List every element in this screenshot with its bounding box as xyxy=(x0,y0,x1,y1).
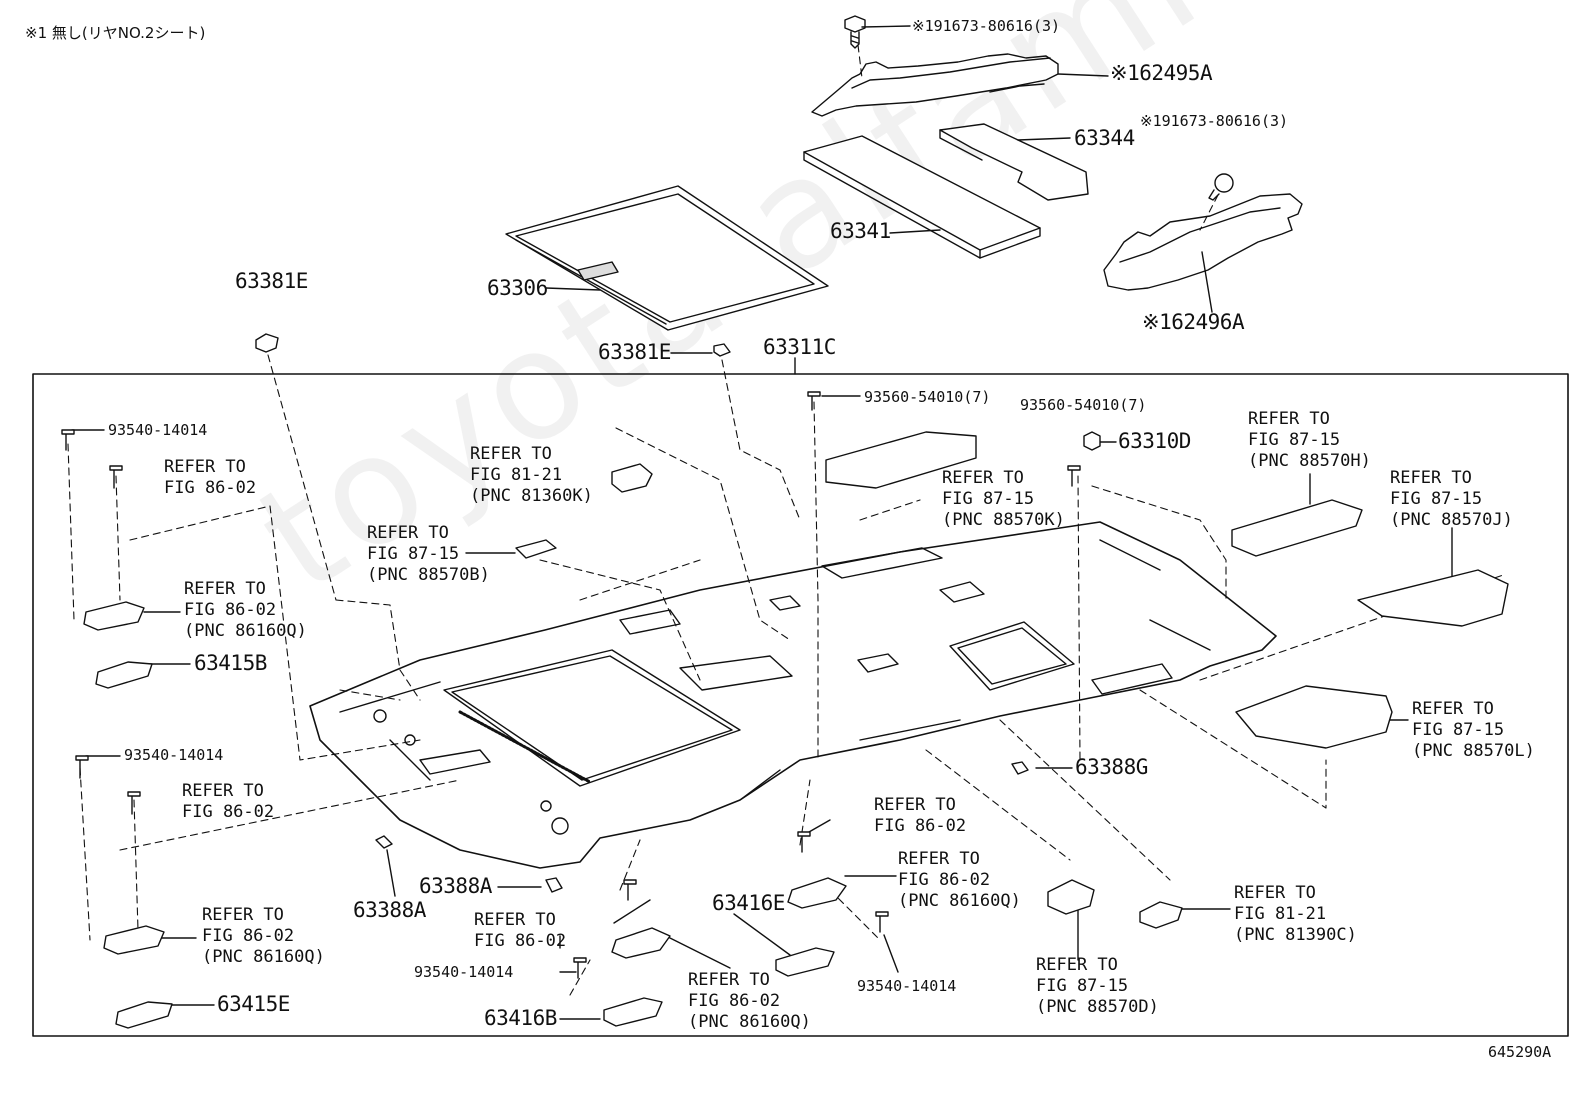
label-63388G: 63388G xyxy=(1075,755,1148,779)
label-93540-d: 93540-14014 xyxy=(857,977,957,995)
lamp-81360K xyxy=(611,463,653,493)
ref-label-6: REFER TO FIG 87-15 (PNC 88570H) xyxy=(1248,409,1371,471)
label-63415B: 63415B xyxy=(194,651,267,675)
label-63310D: 63310D xyxy=(1118,429,1191,453)
bracket-62496A xyxy=(1103,193,1303,291)
holder-63415E xyxy=(115,1001,173,1029)
label-63416E: 63416E xyxy=(712,891,785,915)
label-93540-b: 93540-14014 xyxy=(124,746,224,764)
console-88570K xyxy=(825,431,977,489)
assist-grip-86160Q-a xyxy=(83,601,145,631)
ref-label-5: REFER TO FIG 87-15 (PNC 88570K) xyxy=(942,468,1065,530)
label-63388A-a: 63388A xyxy=(419,874,492,898)
pad-63341 xyxy=(803,135,1041,259)
clip-63310D xyxy=(1083,431,1101,451)
ref-label-8: REFER TO FIG 87-15 (PNC 88570L) xyxy=(1412,699,1535,761)
screw-icons xyxy=(61,391,1081,979)
ref-label-7: REFER TO FIG 87-15 (PNC 88570J) xyxy=(1390,468,1513,530)
ref-label-12: REFER TO FIG 86-02 xyxy=(874,795,967,836)
label-63415E: 63415E xyxy=(217,992,290,1016)
label-191673-b: ※191673-80616(3) xyxy=(1140,112,1289,130)
clip-63381E-left xyxy=(255,333,279,353)
holder-63416B xyxy=(603,997,663,1027)
ref-label-13: REFER TO FIG 86-02 (PNC 86160Q) xyxy=(898,849,1021,911)
figure-code: 645290A xyxy=(1488,1043,1552,1061)
label-93540-c: 93540-14014 xyxy=(414,963,514,981)
bolt-top-icon xyxy=(844,15,866,49)
assist-grip-86160Q-d xyxy=(787,877,847,909)
label-63381E-left: 63381E xyxy=(235,269,308,293)
bolt-right-icon xyxy=(1208,173,1234,201)
ref-label-1: REFER TO FIG 86-02 xyxy=(164,457,257,498)
ref-label-10: REFER TO FIG 86-02 (PNC 86160Q) xyxy=(202,905,325,967)
headliner-63311C xyxy=(309,521,1277,869)
holder-63416E xyxy=(775,947,835,977)
ref-label-14: REFER TO FIG 86-02 (PNC 86160Q) xyxy=(688,970,811,1032)
sunshade-63306 xyxy=(505,185,829,331)
label-93560-b: 93560-54010(7) xyxy=(1020,396,1147,414)
console-88570H xyxy=(1231,499,1363,557)
console-88570L xyxy=(1235,685,1393,749)
assist-grip-86160Q-c xyxy=(611,927,671,959)
label-63388A-b: 63388A xyxy=(353,898,426,922)
label-62495A: ※162495A xyxy=(1110,61,1213,85)
note-text: ※1 無し(リヤNO.2シート) xyxy=(25,24,206,42)
clip-63388G xyxy=(1011,761,1029,775)
label-93560-a: 93560-54010(7) xyxy=(864,388,991,406)
label-63344: 63344 xyxy=(1074,126,1135,150)
ref-label-2: REFER TO FIG 86-02 (PNC 86160Q) xyxy=(184,579,307,641)
label-63381E-mid: 63381E xyxy=(598,340,671,364)
ref-label-9: REFER TO FIG 86-02 xyxy=(182,781,275,822)
holder-63415B xyxy=(95,661,153,689)
ref-label-11: REFER TO FIG 86-02 xyxy=(474,910,567,951)
label-93540-a: 93540-14014 xyxy=(108,421,208,439)
lamp-88570B xyxy=(515,539,557,559)
ref-label-15: REFER TO FIG 87-15 (PNC 88570D) xyxy=(1036,955,1159,1017)
console-88570J xyxy=(1357,569,1509,627)
label-62496A: ※162496A xyxy=(1142,310,1245,334)
label-63341: 63341 xyxy=(830,219,891,243)
ref-label-4: REFER TO FIG 81-21 (PNC 81360K) xyxy=(470,444,593,506)
bracket-62495A xyxy=(811,53,1059,117)
ref-label-16: REFER TO FIG 81-21 (PNC 81390C) xyxy=(1234,883,1357,945)
label-63311C: 63311C xyxy=(763,335,836,359)
assist-grip-86160Q-b xyxy=(103,925,165,955)
label-191673-a: ※191673-80616(3) xyxy=(912,17,1061,35)
clip-63388A-b xyxy=(375,835,393,849)
label-63306: 63306 xyxy=(487,276,548,300)
clip-63381E-mid xyxy=(713,343,731,357)
assembly-frame xyxy=(32,373,1569,1037)
ref-label-3: REFER TO FIG 87-15 (PNC 88570B) xyxy=(367,523,490,585)
clip-63388A-a xyxy=(545,877,563,893)
lamp-81390C xyxy=(1139,901,1183,929)
lamp-88570D xyxy=(1047,879,1095,915)
label-63416B: 63416B xyxy=(484,1006,557,1030)
